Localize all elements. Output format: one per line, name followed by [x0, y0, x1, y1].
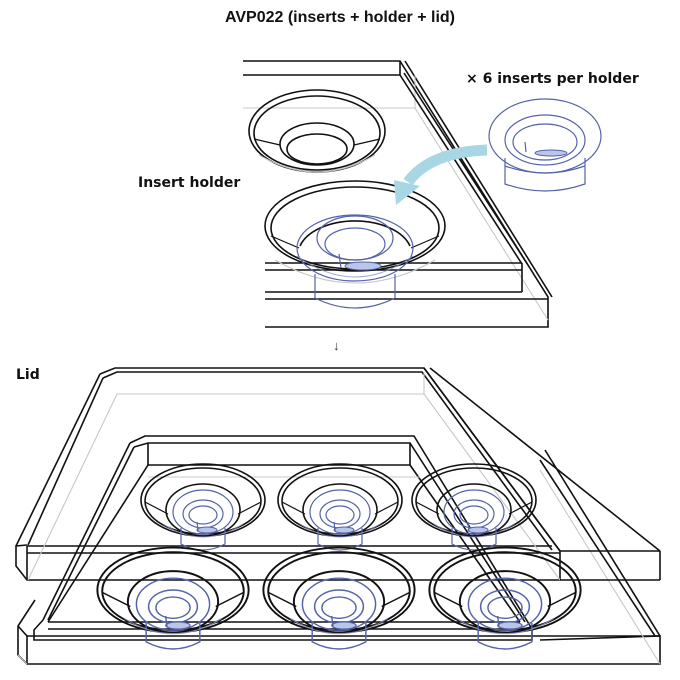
holder-well-empty: [248, 89, 386, 173]
insert-arrow-head-icon: [394, 180, 420, 205]
well-front-right: [428, 546, 582, 650]
lid-label: Lid: [16, 367, 40, 383]
holder-well-with-insert: [264, 180, 446, 309]
loose-insert: [488, 98, 602, 192]
inserts-count-label: × 6 inserts per holder: [466, 71, 639, 87]
well-back-right: [411, 463, 537, 551]
insert-holder-label: Insert holder: [138, 175, 241, 191]
well-front-middle: [262, 546, 416, 650]
well-front-left: [96, 546, 250, 650]
insert-arrow-icon: [403, 144, 488, 186]
insert-holder-closeup: [243, 60, 602, 328]
lid-assembly: [15, 367, 661, 665]
figure-title: AVP022 (inserts + holder + lid): [225, 9, 455, 26]
down-arrow-icon: ↓: [333, 338, 340, 353]
